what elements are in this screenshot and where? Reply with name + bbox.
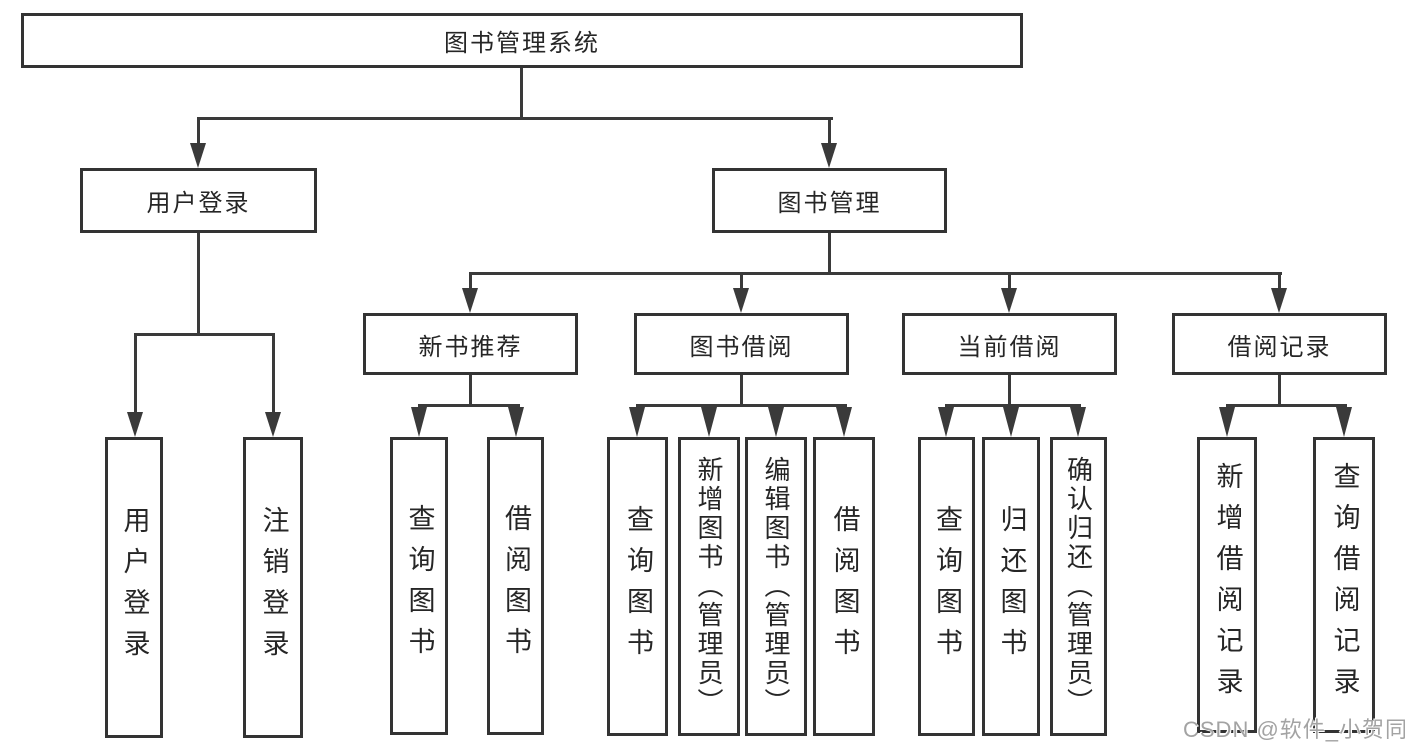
arrowhead-down-icon <box>411 407 427 437</box>
node-book-borrowing: 图书借阅 <box>634 313 849 375</box>
connector-line <box>1278 272 1281 289</box>
leaf-logout-login: 注销登录 <box>243 437 303 738</box>
leaf-add-borrow-record-label: 新增借阅记录 <box>1212 462 1243 708</box>
arrowhead-down-icon <box>1271 288 1287 313</box>
arrowhead-down-icon <box>836 407 852 437</box>
node-user-login: 用户登录 <box>80 168 317 233</box>
arrowhead-down-icon <box>1219 407 1235 437</box>
arrowhead-down-icon <box>938 407 954 437</box>
connector-line <box>134 333 137 413</box>
node-current-borrowing: 当前借阅 <box>902 313 1117 375</box>
node-book-management: 图书管理 <box>712 168 947 233</box>
leaf-query-books-current-label: 查询图书 <box>932 504 962 669</box>
node-user-login-label: 用户登录 <box>146 190 251 217</box>
leaf-logout-login-label: 注销登录 <box>258 505 289 670</box>
node-current-borrowing-label: 当前借阅 <box>957 333 1062 361</box>
arrowhead-down-icon <box>1070 407 1086 437</box>
connector-line <box>197 117 833 120</box>
leaf-confirm-return-admin-label: 确认归还（管理员） <box>1063 456 1094 717</box>
connector-line <box>197 117 200 145</box>
node-book-borrowing-label: 图书借阅 <box>689 333 794 361</box>
arrowhead-down-icon <box>462 288 478 313</box>
leaf-return-books: 归还图书 <box>982 437 1040 736</box>
arrowhead-down-icon <box>768 407 784 437</box>
arrowhead-down-icon <box>733 288 749 313</box>
leaf-edit-books-admin-label: 编辑图书（管理员） <box>761 456 791 717</box>
arrowhead-down-icon <box>701 407 717 437</box>
connector-line <box>1226 404 1347 407</box>
leaf-borrow-books-borrowing: 借阅图书 <box>813 437 875 736</box>
leaf-edit-books-admin: 编辑图书（管理员） <box>745 437 807 736</box>
arrowhead-down-icon <box>127 412 143 437</box>
leaf-query-books-borrowing-label: 查询图书 <box>623 504 653 669</box>
arrowhead-down-icon <box>821 143 837 168</box>
leaf-add-borrow-record: 新增借阅记录 <box>1197 437 1257 733</box>
arrowhead-down-icon <box>629 407 645 437</box>
node-borrowing-records: 借阅记录 <box>1172 313 1387 375</box>
leaf-return-books-label: 归还图书 <box>996 504 1027 669</box>
arrowhead-down-icon <box>265 412 281 437</box>
arrowhead-down-icon <box>1003 407 1019 437</box>
connector-line <box>740 375 743 407</box>
connector-line <box>1008 375 1011 407</box>
connector-line <box>945 404 1081 407</box>
connector-line <box>1278 375 1281 407</box>
connector-line <box>418 404 520 407</box>
connector-line <box>197 233 200 335</box>
connector-line <box>828 233 831 274</box>
leaf-add-books-admin-label: 新增图书（管理员） <box>694 456 724 717</box>
node-book-management-label: 图书管理 <box>777 190 882 217</box>
connector-line <box>1008 272 1011 289</box>
connector-line <box>469 272 1282 275</box>
leaf-query-books-recommend-label: 查询图书 <box>404 504 435 668</box>
connector-line <box>636 404 847 407</box>
node-new-book-recommend: 新书推荐 <box>363 313 578 375</box>
leaf-user-login: 用户登录 <box>105 437 163 738</box>
node-root-label: 图书管理系统 <box>444 30 600 57</box>
connector-line <box>469 272 472 289</box>
connector-line <box>272 333 275 413</box>
connector-line <box>134 333 275 336</box>
leaf-query-books-current: 查询图书 <box>918 437 975 736</box>
leaf-query-borrow-record-label: 查询借阅记录 <box>1329 462 1360 708</box>
arrowhead-down-icon <box>1001 288 1017 313</box>
arrowhead-down-icon <box>190 143 206 168</box>
arrowhead-down-icon <box>508 407 524 437</box>
leaf-borrow-books-recommend-label: 借阅图书 <box>501 504 531 668</box>
csdn-watermark: CSDN @软件_小贺同学 <box>1183 717 1405 742</box>
leaf-query-books-recommend: 查询图书 <box>390 437 448 735</box>
connector-line <box>828 117 831 145</box>
node-new-book-recommend-label: 新书推荐 <box>418 333 523 361</box>
leaf-borrow-books-recommend: 借阅图书 <box>487 437 544 735</box>
connector-line <box>469 375 472 407</box>
leaf-query-borrow-record: 查询借阅记录 <box>1313 437 1375 733</box>
node-borrowing-records-label: 借阅记录 <box>1227 333 1332 361</box>
node-root: 图书管理系统 <box>21 13 1023 68</box>
leaf-add-books-admin: 新增图书（管理员） <box>678 437 740 736</box>
leaf-query-books-borrowing: 查询图书 <box>607 437 668 736</box>
connector-line <box>740 272 743 289</box>
connector-line <box>520 66 523 119</box>
leaf-user-login-label: 用户登录 <box>119 505 150 670</box>
arrowhead-down-icon <box>1336 407 1352 437</box>
leaf-confirm-return-admin: 确认归还（管理员） <box>1050 437 1107 736</box>
leaf-borrow-books-borrowing-label: 借阅图书 <box>829 504 860 669</box>
